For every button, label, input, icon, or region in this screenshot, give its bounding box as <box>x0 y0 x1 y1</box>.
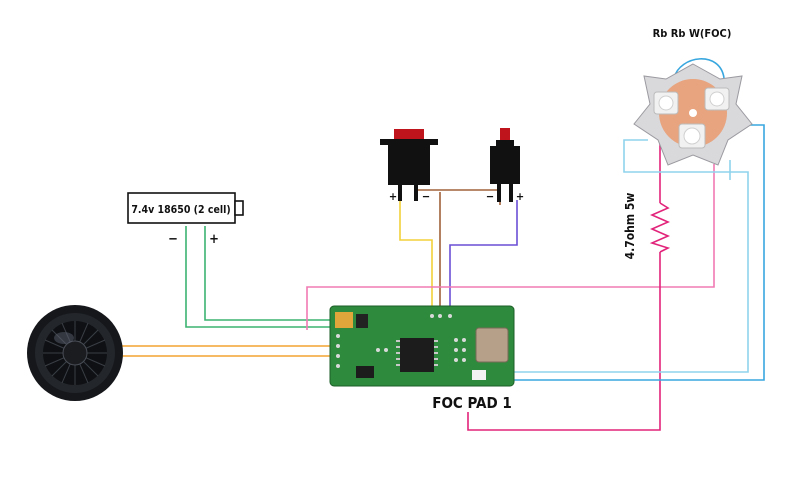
wire-led-lightblue-1 <box>512 139 749 373</box>
board-label: FOC PAD 1 <box>432 394 512 412</box>
battery-label: 7.4v 18650 (2 cell) <box>131 204 230 216</box>
switch2-plus-label: + <box>516 190 524 203</box>
wire-switch2-purple <box>449 200 518 312</box>
speaker-icon <box>27 305 123 401</box>
battery-minus-label: − <box>168 232 178 247</box>
sound-board-icon: FOC PAD 1 <box>329 305 515 412</box>
switch2-minus-label: − <box>486 190 494 203</box>
wire-battery-positive <box>204 226 330 321</box>
wire-switch1-yellow <box>399 200 433 312</box>
wires <box>118 58 765 431</box>
wire-battery-negative <box>185 226 330 328</box>
wire-resistor-bottom <box>467 252 661 431</box>
wire-led-blue <box>512 124 765 381</box>
battery-plus-label: + <box>209 232 219 247</box>
momentary-switch-icon: + − <box>380 129 438 203</box>
led-star-icon: Rb Rb W(FOC) <box>633 27 753 166</box>
wire-switch1-brown <box>417 189 501 312</box>
switch1-plus-label: + <box>389 190 397 203</box>
led-title: Rb Rb W(FOC) <box>653 27 732 40</box>
switch1-minus-label: − <box>422 190 430 203</box>
latching-switch-icon: − + <box>486 128 524 203</box>
wire-led-loop <box>673 58 725 79</box>
resistor-icon: 4.7ohm 5w <box>623 193 671 260</box>
battery-icon: 7.4v 18650 (2 cell) − + <box>127 192 244 247</box>
wire-led-pink <box>306 164 715 330</box>
resistor-label: 4.7ohm 5w <box>623 193 637 260</box>
